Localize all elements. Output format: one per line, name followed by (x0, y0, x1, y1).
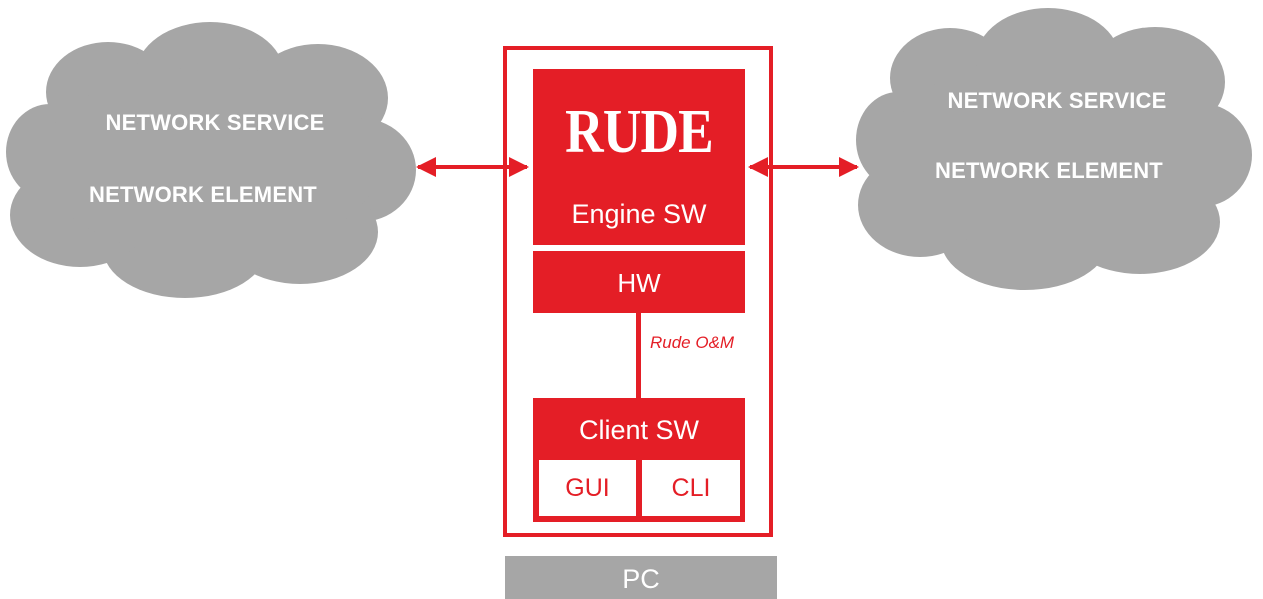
left-cloud-shape (6, 22, 416, 298)
engine-sw-label: Engine SW (571, 199, 707, 229)
pc-label-bar: PC (505, 556, 777, 599)
cli-box: CLI (642, 460, 740, 516)
gui-box: GUI (539, 460, 636, 516)
right-cloud-shape (856, 8, 1252, 290)
left-cloud-line1: NETWORK SERVICE (105, 110, 325, 135)
om-connector-label: Rude O&M (650, 333, 735, 352)
right-cloud-line2: NETWORK ELEMENT (935, 158, 1163, 183)
hw-label: HW (617, 268, 661, 298)
left-cloud-line2: NETWORK ELEMENT (89, 182, 317, 207)
right-cloud-line1: NETWORK SERVICE (947, 88, 1167, 113)
engine-sw-block: RUDE Engine SW (533, 69, 745, 245)
client-sw-label: Client SW (578, 415, 700, 445)
hw-block: HW (533, 251, 745, 313)
rude-logo: RUDE (565, 98, 714, 166)
om-connector-line (636, 313, 641, 398)
pc-frame (503, 46, 773, 537)
